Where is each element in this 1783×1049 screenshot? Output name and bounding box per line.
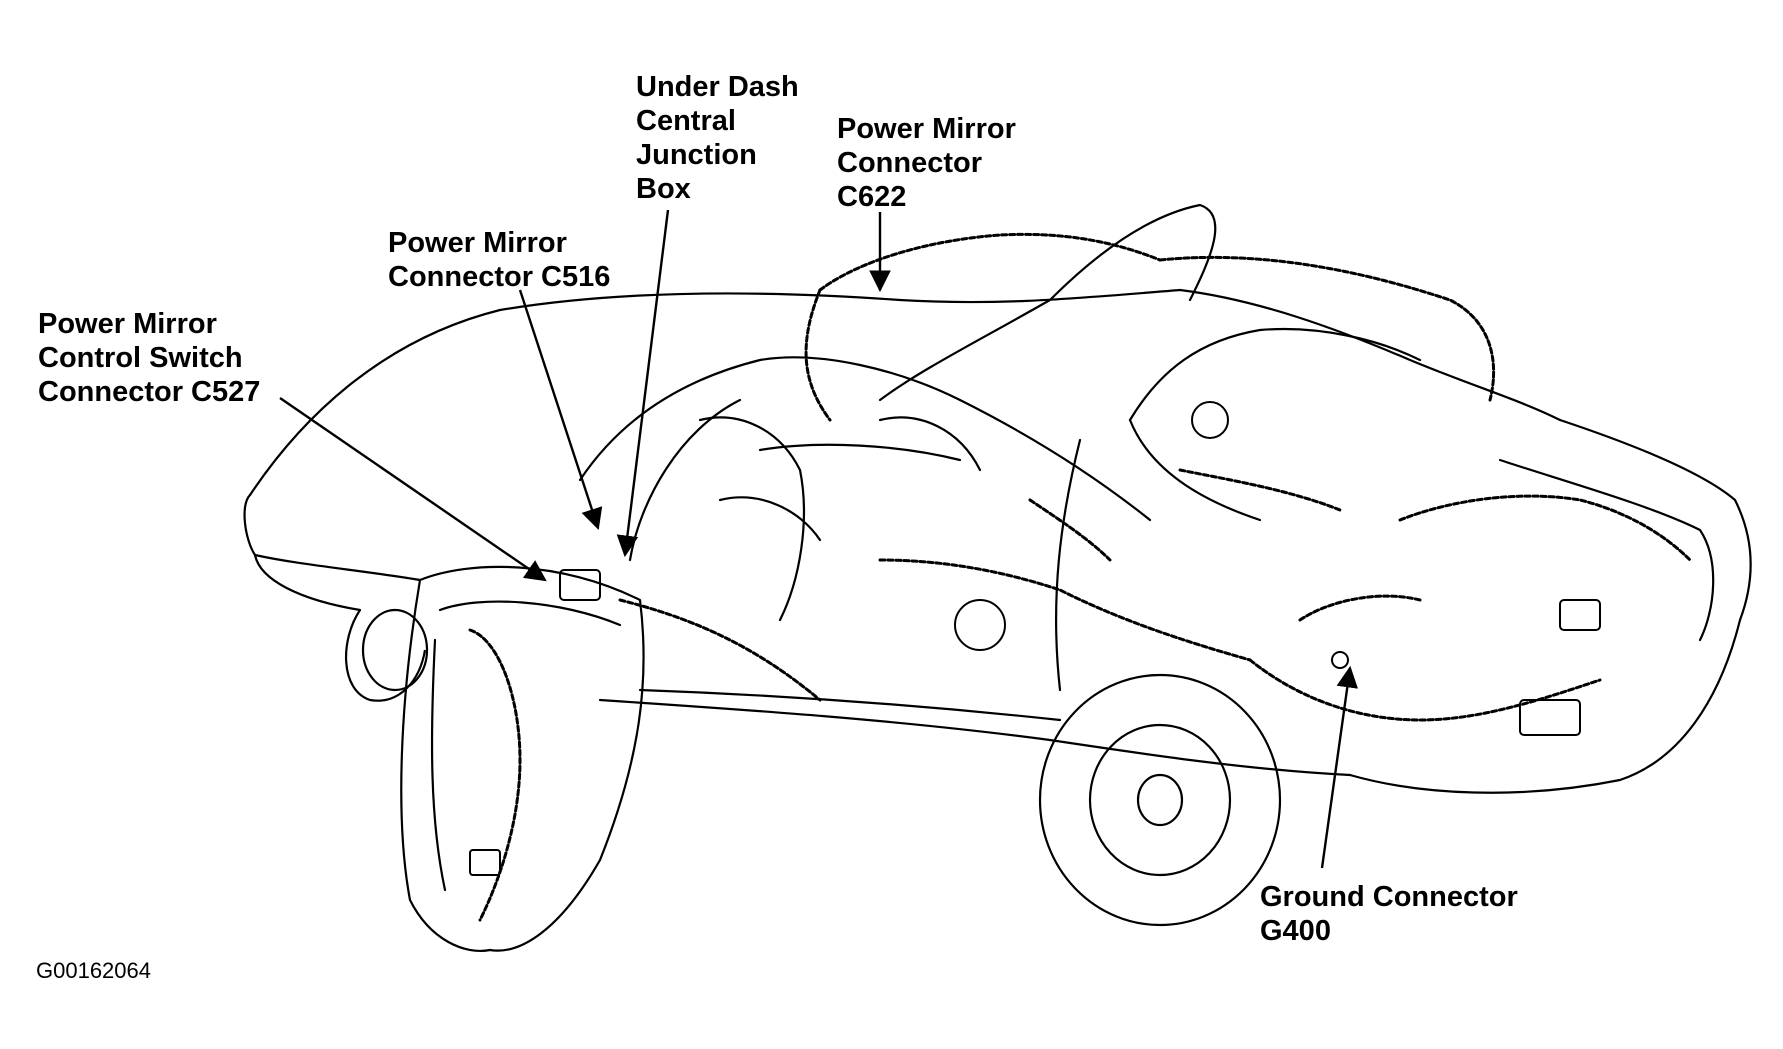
leader-g400	[1320, 665, 1359, 869]
label-ground-connector-g400: Ground Connector G400	[1260, 880, 1518, 948]
label-line: Control Switch	[38, 342, 243, 374]
label-power-mirror-c516: Power Mirror Connector C516	[388, 226, 610, 294]
wiring-harness	[468, 232, 1692, 922]
label-line: Connector	[837, 147, 982, 179]
figure-id: G00162064	[36, 958, 151, 983]
label-under-dash-junction-box: Under Dash Central Junction Box	[636, 70, 799, 206]
callout-leader-lines	[279, 209, 1359, 869]
leader-junction-box	[616, 209, 670, 558]
label-line: C622	[837, 181, 907, 213]
label-line: Connector C516	[388, 261, 611, 293]
label-line: Under Dash	[636, 71, 799, 103]
label-line: Junction	[636, 139, 757, 171]
front-wheel	[344, 608, 429, 702]
label-line: Power Mirror	[388, 227, 567, 259]
components	[469, 401, 1601, 876]
car-body-outline	[243, 203, 1752, 952]
label-power-mirror-c622: Power Mirror Connector C622	[837, 112, 1016, 214]
label-line: Power Mirror	[38, 308, 217, 340]
label-line: Box	[636, 173, 691, 205]
label-line: G400	[1260, 915, 1331, 947]
label-line: Central	[636, 105, 736, 137]
rear-wheel	[1038, 673, 1282, 927]
label-power-mirror-control-switch-c527: Power Mirror Control Switch Connector C5…	[38, 307, 260, 409]
label-line: Power Mirror	[837, 113, 1016, 145]
leader-c527	[279, 397, 547, 582]
leader-c516	[518, 289, 603, 531]
label-line: Ground Connector	[1260, 881, 1518, 913]
label-line: Connector C527	[38, 376, 261, 408]
